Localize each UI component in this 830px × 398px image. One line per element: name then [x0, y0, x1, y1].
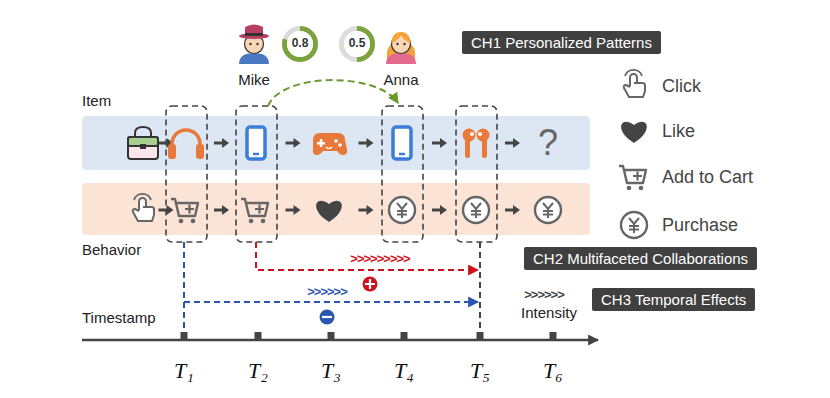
headphones-icon	[168, 130, 204, 159]
label: Anna	[383, 71, 418, 88]
intensity-marks: >>>>>>>>>	[350, 252, 409, 267]
negative-effect-arrow	[184, 301, 478, 303]
flow-arrow	[286, 205, 301, 215]
similarity-arrow	[268, 80, 398, 106]
axis-tick	[477, 332, 484, 340]
axis-tick	[328, 332, 335, 340]
score-ring: 0.5	[338, 25, 376, 63]
flow-arrow	[432, 138, 447, 148]
time-drop-line	[479, 242, 481, 337]
phone-icon	[393, 127, 411, 159]
challenge-badge: CH2 Multifaceted Collaborations	[524, 247, 757, 270]
legend-label: Add to Cart	[662, 167, 753, 188]
node-text: 0.5	[349, 37, 366, 51]
node-text: 0.8	[292, 37, 309, 51]
time-step-frame	[456, 106, 497, 242]
behavior-band	[82, 183, 590, 235]
flow-arrow	[432, 205, 447, 215]
cart-icon	[619, 166, 646, 190]
bag-icon	[128, 127, 158, 159]
flow-arrow	[214, 205, 229, 215]
time-step-frame	[166, 106, 207, 242]
purchase-icon	[463, 197, 489, 223]
score-ring: 0.8	[281, 25, 319, 63]
cart-icon	[171, 199, 198, 223]
time-label: T₃	[321, 358, 341, 383]
cart-icon	[241, 199, 268, 223]
heart-icon	[621, 122, 647, 143]
intensity-marks: >>>>>>	[307, 285, 347, 300]
node-text: CH2 Multifaceted Collaborations	[533, 250, 748, 267]
label: Item	[82, 92, 111, 109]
label: Mike	[238, 71, 270, 88]
flow-arrow	[505, 138, 520, 148]
purchase-icon	[389, 197, 415, 223]
time-label: T₅	[470, 358, 490, 383]
axis-tick	[550, 332, 557, 340]
node-text: CH3 Temporal Effects	[601, 291, 746, 308]
label: Intensity	[521, 304, 577, 321]
earbuds-icon	[463, 129, 490, 159]
legend-label: Click	[662, 76, 701, 97]
purchase-icon	[535, 197, 561, 223]
axis-tick	[181, 332, 188, 340]
axis-tick	[255, 332, 262, 340]
flow-arrow	[505, 205, 520, 215]
time-label: T₆	[543, 358, 563, 383]
time-step-frame	[382, 106, 423, 242]
user-avatar	[239, 25, 269, 65]
minus-symbol	[320, 310, 335, 325]
flow-arrow	[214, 138, 229, 148]
label: Timestamp	[82, 309, 156, 326]
positive-effect-arrow	[256, 242, 478, 270]
user-avatar	[386, 32, 416, 64]
challenge-badge: CH1 Personalized Patterns	[462, 31, 661, 54]
time-step-frame	[236, 106, 277, 242]
time-label: T₂	[248, 358, 268, 383]
gamepad-icon	[313, 133, 347, 155]
node-text: CH1 Personalized Patterns	[471, 34, 652, 51]
legend-label: Purchase	[662, 215, 738, 236]
click-icon	[133, 194, 154, 221]
flow-arrow	[359, 138, 374, 148]
flow-arrow	[359, 205, 374, 215]
heart-icon	[316, 201, 342, 222]
time-drop-line	[183, 242, 185, 337]
phone-icon	[247, 127, 265, 159]
time-label: T₁	[174, 358, 194, 383]
plus-symbol	[363, 277, 378, 292]
click-icon	[624, 70, 645, 97]
item-band	[82, 116, 590, 170]
purchase-icon	[621, 212, 647, 238]
axis-tick	[401, 332, 408, 340]
legend-label: Like	[662, 121, 695, 142]
time-label: T₄	[394, 358, 414, 383]
time-axis	[82, 339, 598, 342]
challenge-badge: CH3 Temporal Effects	[592, 288, 755, 311]
label: Behavior	[82, 241, 141, 258]
intensity-marks: >>>>>>	[524, 288, 564, 303]
label: ?	[538, 122, 558, 163]
flow-arrow	[286, 138, 301, 148]
